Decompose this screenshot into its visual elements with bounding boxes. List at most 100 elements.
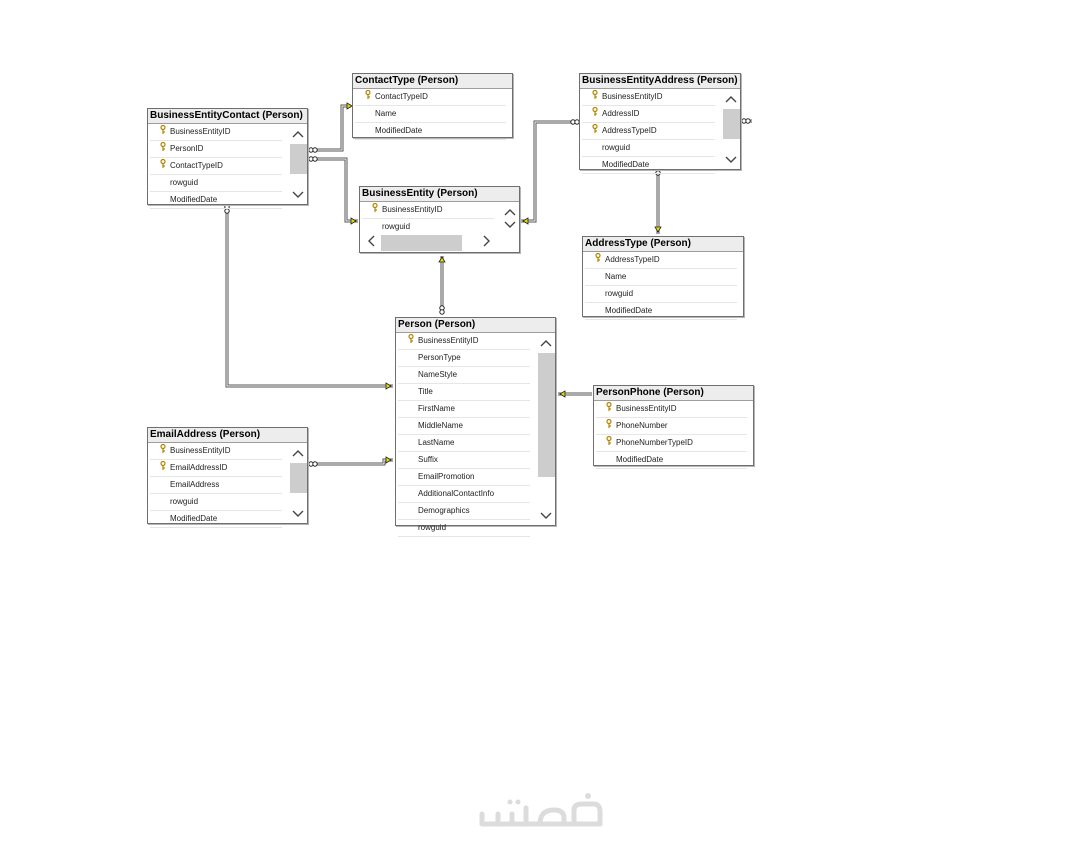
table-column-row[interactable]: LastName (398, 435, 530, 452)
table-title[interactable]: BusinessEntity (Person) (360, 187, 519, 202)
vertical-scrollbar[interactable] (500, 202, 519, 234)
table-column-row[interactable]: PersonType (398, 350, 530, 367)
table-column-row[interactable]: FirstName (398, 401, 530, 418)
table-column-row[interactable]: NameStyle (398, 367, 530, 384)
chevron-down-icon[interactable] (500, 217, 519, 233)
table-column-row[interactable]: BusinessEntityID (150, 124, 282, 141)
table-column-row[interactable]: rowguid (582, 140, 715, 157)
table-column-row[interactable]: AdditionalContactInfo (398, 486, 530, 503)
chevron-down-icon[interactable] (288, 506, 307, 522)
chevron-down-icon[interactable] (536, 508, 555, 524)
table-business-entity[interactable]: BusinessEntity (Person) BusinessEntityID r… (359, 186, 520, 253)
table-column-row[interactable]: ModifiedDate (585, 303, 737, 320)
scrollbar-thumb[interactable] (381, 235, 462, 251)
scrollbar-thumb[interactable] (723, 109, 740, 139)
vertical-scrollbar[interactable] (288, 443, 307, 523)
table-column-row[interactable]: rowguid (150, 494, 282, 511)
table-column-row[interactable]: Demographics (398, 503, 530, 520)
table-title[interactable]: ContactType (Person) (353, 74, 512, 89)
table-column-row[interactable]: Name (585, 269, 737, 286)
table-column-row[interactable]: BusinessEntityID (150, 443, 282, 460)
table-column-row[interactable]: AddressID (582, 106, 715, 123)
table-column-row[interactable]: rowguid (585, 286, 737, 303)
chevron-up-icon[interactable] (536, 335, 555, 351)
table-column-row[interactable]: Suffix (398, 452, 530, 469)
table-column-row[interactable]: rowguid (362, 219, 494, 236)
column-name: ModifiedDate (375, 126, 423, 135)
table-title[interactable]: BusinessEntityContact (Person) (148, 109, 307, 124)
rel-address-to-addresstype[interactable] (654, 166, 662, 234)
table-column-row[interactable]: ModifiedDate (596, 452, 747, 469)
column-name: BusinessEntityID (382, 205, 443, 214)
table-column-row[interactable]: MiddleName (398, 418, 530, 435)
key-icon (605, 401, 613, 416)
table-title[interactable]: AddressType (Person) (583, 237, 743, 252)
table-column-row[interactable]: BusinessEntityID (596, 401, 747, 418)
table-person[interactable]: Person (Person) BusinessEntityID PersonTyp… (395, 317, 556, 537)
table-column-row[interactable]: BusinessEntityID (582, 89, 715, 106)
table-title[interactable]: PersonPhone (Person) (594, 386, 753, 401)
key-icon (594, 252, 602, 267)
table-column-row[interactable]: PhoneNumber (596, 418, 747, 435)
rel-address-to-businessentity[interactable] (521, 119, 580, 225)
table-column-row[interactable]: Title (398, 384, 530, 401)
column-name: BusinessEntityID (418, 336, 479, 345)
table-column-row[interactable]: ModifiedDate (582, 157, 715, 174)
table-title[interactable]: BusinessEntityAddress (Person) (580, 74, 740, 89)
table-column-row[interactable]: ContactTypeID (355, 89, 506, 106)
many-cardinality-icon (741, 118, 751, 124)
table-column-row[interactable]: EmailAddress (150, 477, 282, 494)
vertical-scrollbar[interactable] (536, 333, 555, 525)
scrollbar-thumb[interactable] (290, 463, 307, 493)
chevron-up-icon[interactable] (721, 91, 740, 107)
chevron-left-icon[interactable] (362, 235, 380, 251)
rel-contact-to-contacttype[interactable] (308, 102, 353, 153)
table-title[interactable]: EmailAddress (Person) (148, 428, 307, 443)
table-column-row[interactable]: ModifiedDate (150, 192, 282, 209)
table-column-row[interactable]: rowguid (398, 520, 530, 537)
chevron-down-icon[interactable] (721, 152, 740, 168)
rel-email-to-person[interactable] (308, 456, 393, 467)
chevron-down-icon[interactable] (288, 187, 307, 203)
one-cardinality-key-icon (522, 217, 529, 225)
rel-address-external[interactable] (741, 118, 752, 124)
vertical-scrollbar[interactable] (288, 124, 307, 204)
key-icon (159, 443, 167, 458)
key-icon (371, 202, 379, 217)
many-cardinality-icon (308, 461, 318, 467)
table-column-row[interactable]: ContactTypeID (150, 158, 282, 175)
table-column-row[interactable]: ModifiedDate (150, 511, 282, 528)
table-column-row[interactable]: AddressTypeID (582, 123, 715, 140)
table-column-row[interactable]: ModifiedDate (355, 123, 506, 140)
horizontal-scrollbar[interactable] (360, 235, 519, 251)
chevron-up-icon[interactable] (288, 126, 307, 142)
table-business-entity-contact[interactable]: BusinessEntityContact (Person)BusinessEn… (147, 108, 308, 209)
table-column-row[interactable]: PersonID (150, 141, 282, 158)
table-column-row[interactable]: EmailPromotion (398, 469, 530, 486)
table-column-row[interactable]: EmailAddressID (150, 460, 282, 477)
table-business-entity-address[interactable]: BusinessEntityAddress (Person)BusinessEn… (579, 73, 741, 174)
table-column-row[interactable]: BusinessEntityID (362, 202, 494, 219)
rel-contact-to-businessentity[interactable] (308, 156, 358, 225)
chevron-up-icon[interactable] (288, 445, 307, 461)
rel-phone-to-person[interactable] (558, 390, 592, 398)
table-column-row[interactable]: Name (355, 106, 506, 123)
column-name: PersonType (418, 353, 461, 362)
table-title[interactable]: Person (Person) (396, 318, 555, 333)
chevron-right-icon[interactable] (478, 235, 496, 251)
table-column-row[interactable]: BusinessEntityID (398, 333, 530, 350)
table-column-row[interactable]: rowguid (150, 175, 282, 192)
scrollbar-thumb[interactable] (538, 353, 555, 477)
table-column-row[interactable]: PhoneNumberTypeID (596, 435, 747, 452)
table-column-row[interactable]: AddressTypeID (585, 252, 737, 269)
scrollbar-thumb[interactable] (290, 144, 307, 174)
key-icon (591, 123, 599, 138)
vertical-scrollbar[interactable] (721, 89, 740, 169)
rel-person-to-businessentity[interactable] (438, 256, 446, 315)
chevron-up-icon[interactable] (500, 204, 519, 220)
